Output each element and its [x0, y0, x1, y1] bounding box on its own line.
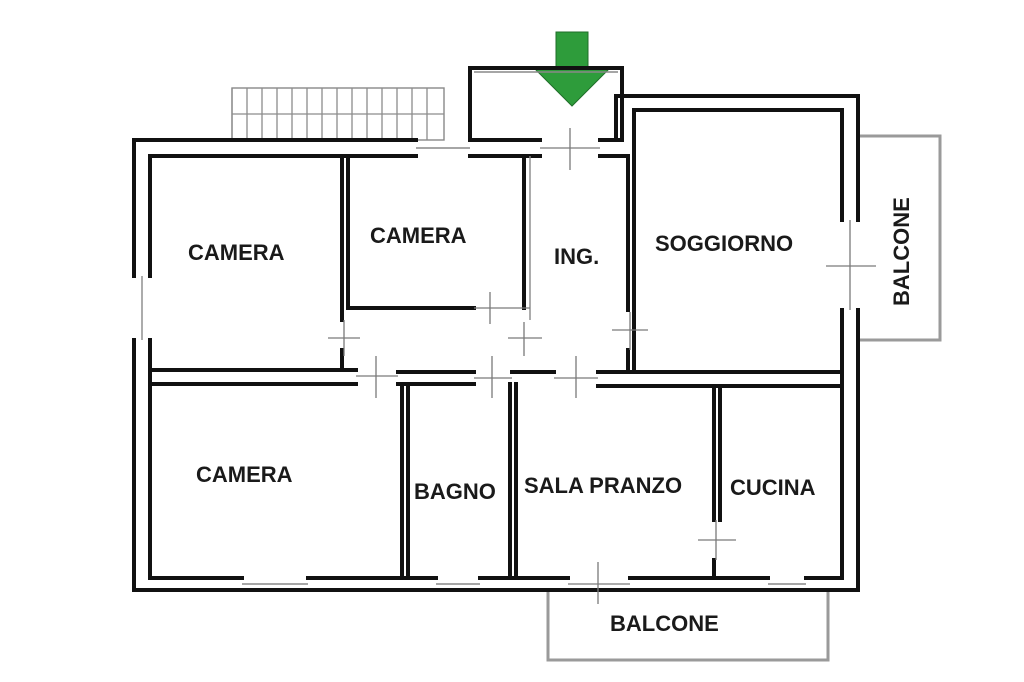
room-label-sala-pranzo: SALA PRANZO	[524, 473, 682, 498]
room-label-soggiorno: SOGGIORNO	[655, 231, 793, 256]
outer-walls	[132, 66, 860, 592]
staircase	[231, 87, 445, 141]
room-label-cucina: CUCINA	[730, 475, 816, 500]
balcony-right-outline	[858, 134, 942, 342]
room-label-camera-bottom-left: CAMERA	[196, 462, 293, 487]
room-label-ingresso: ING.	[554, 244, 599, 269]
room-label-camera-top-left: CAMERA	[188, 240, 285, 265]
room-label-camera-top-middle: CAMERA	[370, 223, 467, 248]
balcony-bottom-outline	[546, 590, 830, 662]
room-label-bagno: BAGNO	[414, 479, 496, 504]
room-labels: CAMERA CAMERA ING. SOGGIORNO BALCONE CAM…	[188, 197, 914, 636]
door-marks	[328, 128, 876, 604]
interior-walls	[148, 154, 844, 580]
room-label-balcone-bottom: BALCONE	[610, 611, 719, 636]
room-label-balcone-right: BALCONE	[889, 197, 914, 306]
